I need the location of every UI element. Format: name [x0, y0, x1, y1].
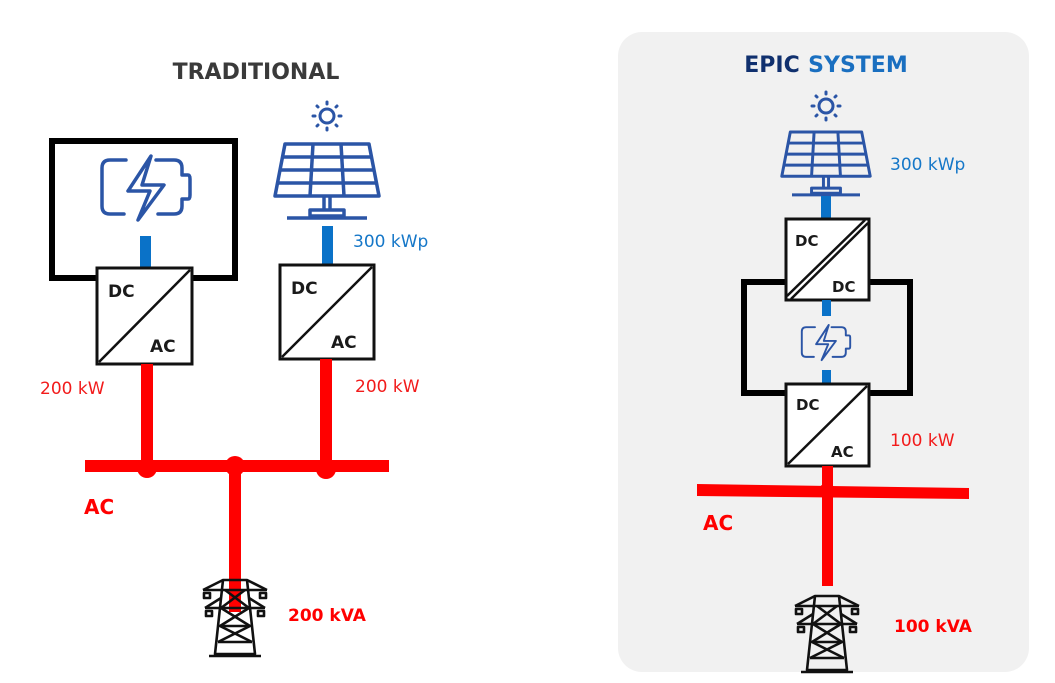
grid-rating: 200 kVA [288, 606, 367, 626]
dc-link-pv [322, 226, 333, 266]
bus-junction [316, 459, 336, 479]
converter-top-label: DC [795, 232, 818, 250]
epic-panel-background [618, 32, 1029, 672]
dc-link-battery [140, 236, 151, 268]
sun-icon [311, 100, 343, 132]
bypass-loop-wire [741, 279, 913, 396]
bus-junction [137, 458, 157, 478]
ac-network [85, 359, 389, 612]
converter-top-label: DC [108, 282, 135, 302]
pv-rating: 300 kWp [890, 155, 965, 175]
traditional-title: TRADITIONAL [173, 60, 340, 85]
ac-feeder-pv [320, 359, 332, 468]
pv-inverter: DC AC [278, 263, 376, 361]
battery-inverter-rating: 200 kW [40, 379, 105, 399]
epic-section: EPIC SYSTEM 300 kWp DC DC DC [618, 32, 1029, 674]
ac-bus-label: AC [703, 511, 733, 535]
ac-network [697, 466, 969, 586]
inverter-rating: 100 kW [890, 431, 955, 451]
ac-bus-label: AC [84, 495, 114, 519]
converter-bottom-label: AC [831, 443, 854, 461]
converter-bottom-label: AC [150, 337, 176, 357]
inverter: DC AC [784, 382, 871, 468]
epic-title-part2: SYSTEM [808, 53, 908, 78]
converter-top-label: DC [796, 396, 819, 414]
pv-inverter-rating: 200 kW [355, 377, 420, 397]
battery-inverter: DC AC [95, 266, 194, 366]
bus-junction [225, 456, 245, 476]
pv-rating: 300 kWp [353, 232, 428, 252]
dc-link-lower [822, 370, 831, 384]
converter-top-label: DC [291, 279, 318, 299]
battery-charging-icon [100, 154, 192, 222]
epic-title: EPIC SYSTEM [744, 53, 907, 78]
dc-link-pv [821, 196, 831, 218]
ac-feeder-grid [822, 466, 833, 586]
epic-title-part1: EPIC [744, 53, 800, 78]
dc-link-upper [822, 300, 831, 316]
converter-bottom-label: AC [331, 333, 357, 353]
dcdc-converter: DC DC [784, 217, 871, 302]
solar-panel-icon [273, 142, 381, 220]
bus-junction [819, 483, 835, 499]
traditional-section: TRADITIONAL DC AC 300 kWp DC AC [40, 60, 428, 658]
ac-feeder-grid [229, 466, 241, 612]
converter-bottom-label: DC [832, 278, 855, 296]
ac-feeder-battery [141, 364, 153, 468]
grid-rating: 100 kVA [894, 617, 973, 637]
